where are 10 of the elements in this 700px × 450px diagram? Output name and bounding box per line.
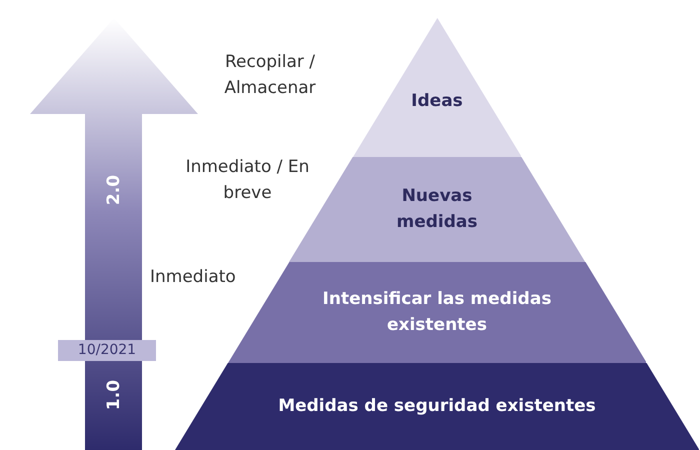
tier-label: Medidas de seguridad existentes [278, 394, 596, 418]
date-tag: 10/2021 [58, 340, 156, 361]
side-note: Recopilar / Almacenar [223, 51, 317, 100]
tier-label: Nuevas medidas [395, 185, 478, 234]
version-label: 1.0 [103, 378, 125, 412]
side-note: Inmediato / En breve [185, 156, 310, 204]
side-note: Inmediato [150, 266, 237, 289]
version-label: 2.0 [103, 174, 125, 208]
tier-label: Ideas [411, 90, 463, 113]
tier-label: Intensificar las medidas existentes [322, 288, 552, 336]
